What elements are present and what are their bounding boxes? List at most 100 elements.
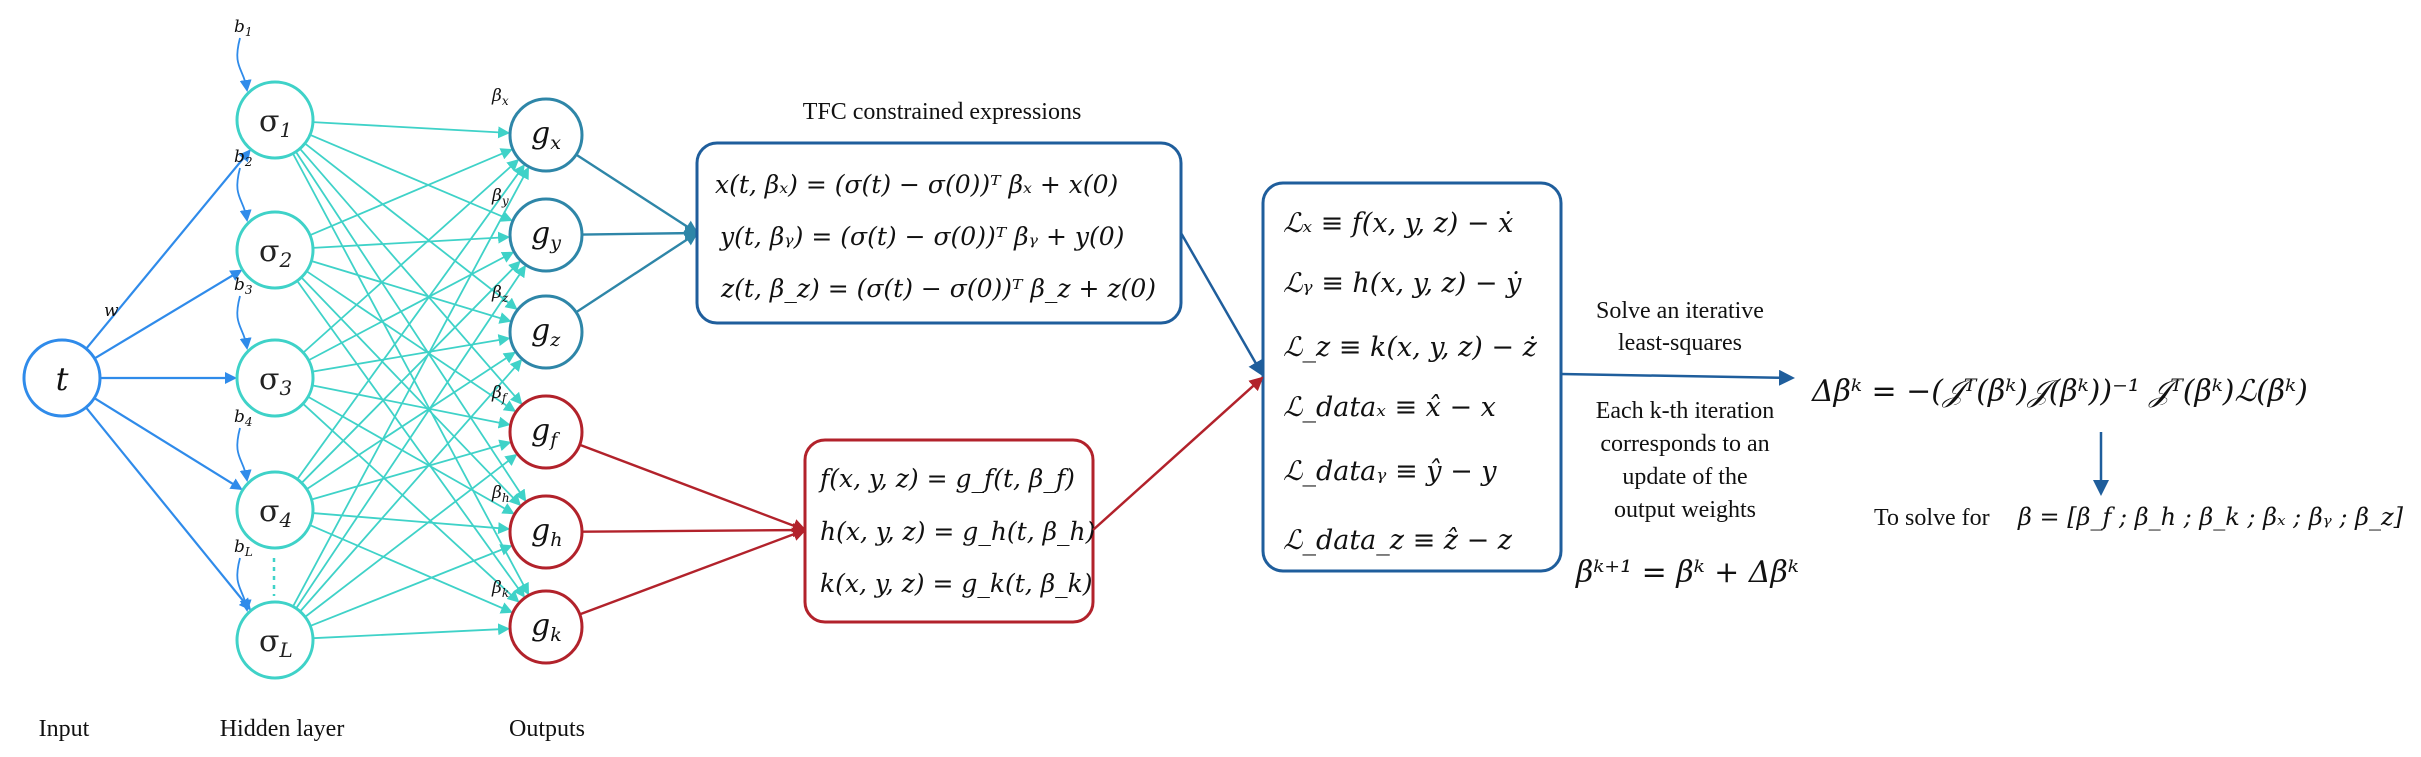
loss-data-z: ℒ_data_z ≡ ẑ − z xyxy=(1283,525,1513,556)
edge-input-hidden-5 xyxy=(85,406,252,611)
beta-label-h: βh xyxy=(491,483,510,505)
tfc-expr-z: z(t, β_z) = (σ(t) − σ(0))ᵀ β_z + z(0) xyxy=(720,274,1156,303)
edge-output-k-to-box xyxy=(579,527,807,616)
bias-arrow-4 xyxy=(236,427,252,482)
edge-hidden-3-output-2 xyxy=(308,251,515,362)
edge-hidden-5-output-6 xyxy=(312,623,511,640)
solve-text-line2: least-squares xyxy=(1618,330,1742,356)
input-node-label: t xyxy=(56,360,69,398)
edge-output-y-to-box xyxy=(581,226,699,241)
edge-hidden-4-output-4 xyxy=(311,439,512,501)
edge-hidden-2-output-5 xyxy=(300,276,522,507)
edge-hidden-4-output-3 xyxy=(306,351,516,490)
beta-label-x: βx xyxy=(491,86,509,108)
hidden-node-label-4: σ4 xyxy=(259,494,292,532)
edge-hidden-1-output-5 xyxy=(295,151,527,502)
solve-for-expr: β = [β_f ; β_h ; β_k ; βₓ ; βᵧ ; β_z] xyxy=(2017,503,2404,531)
solve-text-line1: Solve an iterative xyxy=(1596,298,1764,324)
beta-label-k: βk xyxy=(491,578,509,600)
loss-data-x: ℒ_dataₓ ≡ x̂ − x xyxy=(1283,392,1496,423)
edge-hidden-5-output-1 xyxy=(292,166,529,607)
edge-hidden-1-output-3 xyxy=(304,142,518,310)
tfc-to-loss-arrow xyxy=(1179,232,1264,377)
edge-hidden-3-output-4 xyxy=(312,384,511,429)
edge-hidden-1-output-4 xyxy=(299,148,523,405)
edge-hidden-2-output-2 xyxy=(312,231,511,249)
edge-hidden-2-output-4 xyxy=(306,270,517,412)
dyn-expr-f: f(x, y, z) = g_f(t, β_f) xyxy=(818,464,1075,493)
iteration-text-line2: corresponds to an xyxy=(1600,431,1769,457)
bias-arrow-1 xyxy=(236,37,252,92)
dyn-expr-h: h(x, y, z) = g_h(t, β_h) xyxy=(820,517,1095,546)
edge-hidden-5-output-5 xyxy=(309,544,513,627)
edge-hidden-5-output-3 xyxy=(299,359,523,613)
loss-x: ℒₓ ≡ f(x, y, z) − ẋ xyxy=(1283,208,1513,239)
beta-label-z: βz xyxy=(491,283,509,305)
iteration-text-line3: update of the xyxy=(1622,464,1747,490)
edge-hidden-4-output-5 xyxy=(312,512,511,535)
tfc-box: TFC constrained expressions x(t, βₓ) = (… xyxy=(695,99,1183,325)
edge-hidden-4-output-2 xyxy=(301,260,521,484)
loss-y: ℒᵧ ≡ h(x, y, z) − ẏ xyxy=(1283,268,1522,299)
edge-input-hidden-4 xyxy=(93,397,243,490)
update-rule: βᵏ⁺¹ = βᵏ + Δβᵏ xyxy=(1575,555,1799,590)
weight-label: w xyxy=(104,301,119,321)
tfc-box-title: TFC constrained expressions xyxy=(803,99,1082,125)
layer-label-input: Input xyxy=(39,716,90,742)
hidden-to-output-edges xyxy=(292,121,530,640)
output-node-gf: gf xyxy=(508,394,584,470)
edge-hidden-5-output-2 xyxy=(295,264,526,609)
loss-data-y: ℒ_dataᵧ ≡ ŷ − y xyxy=(1283,456,1497,487)
edge-hidden-2-output-1 xyxy=(309,148,513,236)
edge-output-z-to-box xyxy=(575,231,699,314)
bias-arrow-2 xyxy=(236,167,252,222)
hidden-node-4: σ4 xyxy=(235,470,315,550)
solve-for-prefix: To solve for xyxy=(1874,505,1990,531)
loss-box: ℒₓ ≡ f(x, y, z) − ẋ ℒᵧ ≡ h(x, y, z) − ẏ … xyxy=(1261,181,1563,573)
edge-hidden-3-output-6 xyxy=(302,403,520,603)
edge-output-f-to-box xyxy=(579,443,807,533)
edge-output-x-to-box xyxy=(575,153,699,235)
bias-arrow-5 xyxy=(236,557,252,612)
edge-hidden-4-output-6 xyxy=(309,524,513,614)
edge-input-hidden-1 xyxy=(85,149,251,350)
edge-hidden-5-output-4 xyxy=(304,453,518,618)
output-node-gy: gy xyxy=(508,197,584,273)
output-node-label-z: gz xyxy=(531,313,561,351)
output-node-gz: gz xyxy=(508,294,584,370)
hidden-node-3: σ3 xyxy=(235,338,315,418)
input-node: t xyxy=(22,338,102,418)
delta-rule: Δβᵏ = −(𝒥ᵀ(βᵏ)𝒥(βᵏ))⁻¹ 𝒥ᵀ(βᵏ)ℒ(βᵏ) xyxy=(1811,374,2308,409)
dynamics-box: f(x, y, z) = g_f(t, β_f) h(x, y, z) = g_… xyxy=(803,438,1095,624)
dyn-expr-k: k(x, y, z) = g_k(t, β_k) xyxy=(820,569,1093,598)
edge-hidden-2-output-3 xyxy=(311,260,512,324)
output-node-label-k: gk xyxy=(531,608,562,646)
hidden-node-2: σ2 xyxy=(235,210,315,290)
iteration-text-line4: output weights xyxy=(1614,497,1756,523)
hidden-node-5: σL xyxy=(235,600,315,680)
dyn-to-loss-arrow xyxy=(1092,376,1264,531)
bias-arrow-3 xyxy=(236,295,252,350)
output-node-gh: gh xyxy=(508,494,584,570)
edge-hidden-3-output-1 xyxy=(302,159,520,354)
bias-label-1: b1 xyxy=(234,17,253,39)
edge-hidden-3-output-5 xyxy=(307,395,515,515)
output-node-gx: gx xyxy=(508,97,584,173)
output-node-gk: gk xyxy=(508,589,584,665)
loss-z: ℒ_z ≡ k(x, y, z) − ż xyxy=(1283,332,1538,363)
tfc-expr-y: y(t, βᵧ) = (σ(t) − σ(0))ᵀ βᵧ + y(0) xyxy=(719,222,1124,251)
tfc-expr-x: x(t, βₓ) = (σ(t) − σ(0))ᵀ βₓ + x(0) xyxy=(715,170,1118,199)
edge-hidden-1-output-2 xyxy=(309,134,513,222)
iteration-text-line1: Each k-th iteration xyxy=(1596,398,1775,424)
edge-hidden-4-output-1 xyxy=(296,164,525,480)
hidden-node-label-5: σL xyxy=(259,624,293,662)
input-to-hidden-edges xyxy=(85,149,252,611)
edge-hidden-3-output-3 xyxy=(312,334,511,373)
layer-label-outputs: Outputs xyxy=(509,716,585,742)
loss-to-solver-arrow xyxy=(1560,369,1795,386)
edge-hidden-1-output-1 xyxy=(312,121,511,139)
